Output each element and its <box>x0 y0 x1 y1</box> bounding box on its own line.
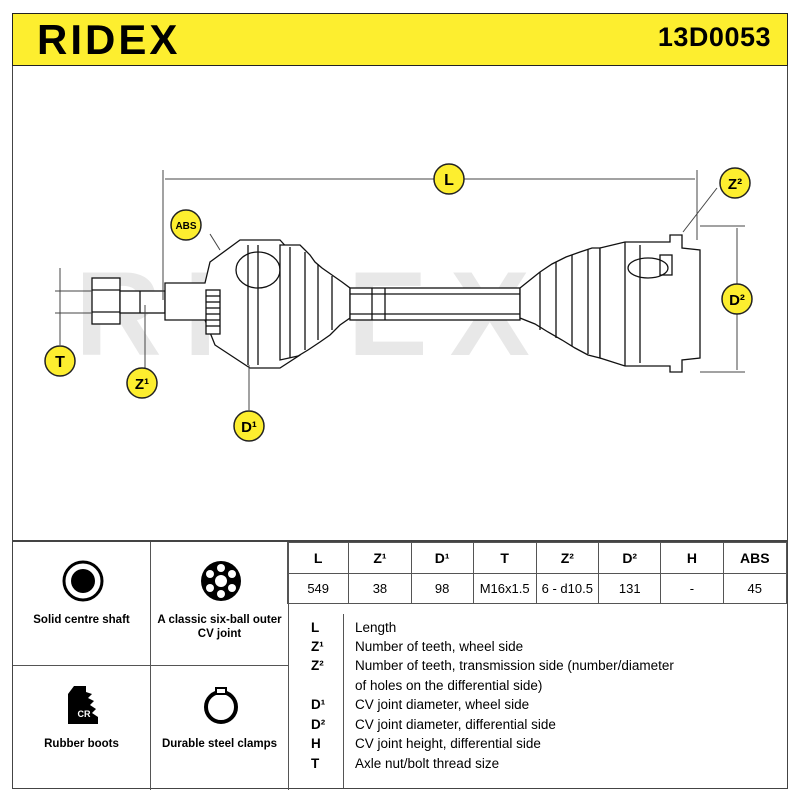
spec-value-cell: 45 <box>722 573 787 604</box>
spec-header-cell: Z¹ <box>348 542 412 574</box>
spec-value-cell: - <box>660 573 724 604</box>
legend-text: CV joint height, differential side <box>355 736 541 751</box>
dim-label-Z1: Z¹ <box>126 367 158 399</box>
spec-value-cell: M16x1.5 <box>472 573 537 604</box>
legend-key: Z² <box>311 658 324 673</box>
solid-shaft-icon <box>62 560 104 602</box>
steel-clamp-icon <box>204 687 238 724</box>
spec-value-row: 549 38 98 M16x1.5 6 - d10.5 131 - 45 <box>286 573 787 604</box>
feature-label: A classic six-ball outer CV joint <box>157 614 282 640</box>
legend-text: CV joint diameter, differential side <box>355 717 556 732</box>
legend-key: L <box>311 620 320 635</box>
svg-text:Z²: Z² <box>728 176 742 193</box>
spec-header-cell: H <box>660 542 724 574</box>
legend-text: of holes on the differential side) <box>355 678 543 693</box>
spec-value-cell: 131 <box>598 573 662 604</box>
legend-text: CV joint diameter, wheel side <box>355 697 530 712</box>
svg-text:D²: D² <box>729 292 745 309</box>
legend-text: Length <box>355 620 397 635</box>
svg-text:CR: CR <box>78 709 91 719</box>
feature-six-ball-joint: A classic six-ball outer CV joint <box>151 542 289 666</box>
feature-rubber-boots: CR Rubber boots <box>13 666 151 790</box>
dim-label-L: L <box>433 163 465 195</box>
dimension-lines <box>55 170 745 410</box>
drive-shaft-diagram: RIDEX <box>44 163 753 442</box>
ridex-logo: RIDEX <box>37 18 180 62</box>
svg-text:D¹: D¹ <box>241 419 257 436</box>
legend-key: D² <box>311 717 326 732</box>
product-code: 13D0053 <box>657 22 771 52</box>
spec-value-cell: 6 - d10.5 <box>535 573 600 604</box>
spec-header-cell: D² <box>598 542 662 574</box>
spec-header-row: L Z¹ D¹ T Z² D² H ABS <box>286 542 787 574</box>
spec-panel: Solid centre shaft A classic six-ball ou… <box>12 541 788 790</box>
spec-header-cell: ABS <box>722 542 787 574</box>
legend-key: H <box>311 736 321 751</box>
spec-value-cell: 549 <box>286 573 350 604</box>
svg-text:RIDEX: RIDEX <box>37 18 180 62</box>
feature-label: Rubber boots <box>44 738 119 750</box>
dim-label-T: T <box>44 345 76 377</box>
dim-label-Z2: Z² <box>719 167 751 199</box>
svg-text:L: L <box>444 172 454 189</box>
legend-key: Z¹ <box>311 639 324 654</box>
header-bar: RIDEX 13D0053 <box>12 13 788 66</box>
svg-text:Z¹: Z¹ <box>135 376 149 393</box>
legend: L Length Z¹ Number of teeth, wheel side … <box>287 614 787 788</box>
feature-label: Durable steel clamps <box>161 738 278 750</box>
legend-key: T <box>311 756 320 771</box>
feature-steel-clamps: Durable steel clamps <box>151 666 289 790</box>
technical-drawing-frame <box>12 66 788 541</box>
shaft-lines <box>91 234 701 373</box>
spec-value-cell: 98 <box>410 573 474 604</box>
legend-text: Number of teeth, wheel side <box>355 639 524 654</box>
spec-header-cell: D¹ <box>410 542 474 574</box>
rubber-boot-icon: CR <box>68 686 98 724</box>
spec-header-cell: T <box>472 542 537 574</box>
spec-header-cell: L <box>286 542 350 574</box>
legend-text: Axle nut/bolt thread size <box>355 756 500 771</box>
legend-divider <box>343 614 344 788</box>
feature-solid-shaft: Solid centre shaft <box>13 542 151 666</box>
legend-text: Number of teeth, transmission side (numb… <box>355 658 674 673</box>
legend-key: D¹ <box>311 697 326 712</box>
dim-label-D1: D¹ <box>233 410 265 442</box>
six-ball-cv-joint-icon <box>201 561 241 601</box>
spec-table: L Z¹ D¹ T Z² D² H ABS 549 38 98 M16x1.5 … <box>286 542 787 604</box>
dim-label-D2: D² <box>721 283 753 315</box>
spec-value-cell: 38 <box>348 573 412 604</box>
dim-label-ABS: ABS <box>170 209 202 241</box>
feature-label: Solid centre shaft <box>33 614 130 626</box>
spec-header-cell: Z² <box>535 542 600 574</box>
svg-text:T: T <box>55 354 65 371</box>
svg-text:ABS: ABS <box>175 221 196 232</box>
